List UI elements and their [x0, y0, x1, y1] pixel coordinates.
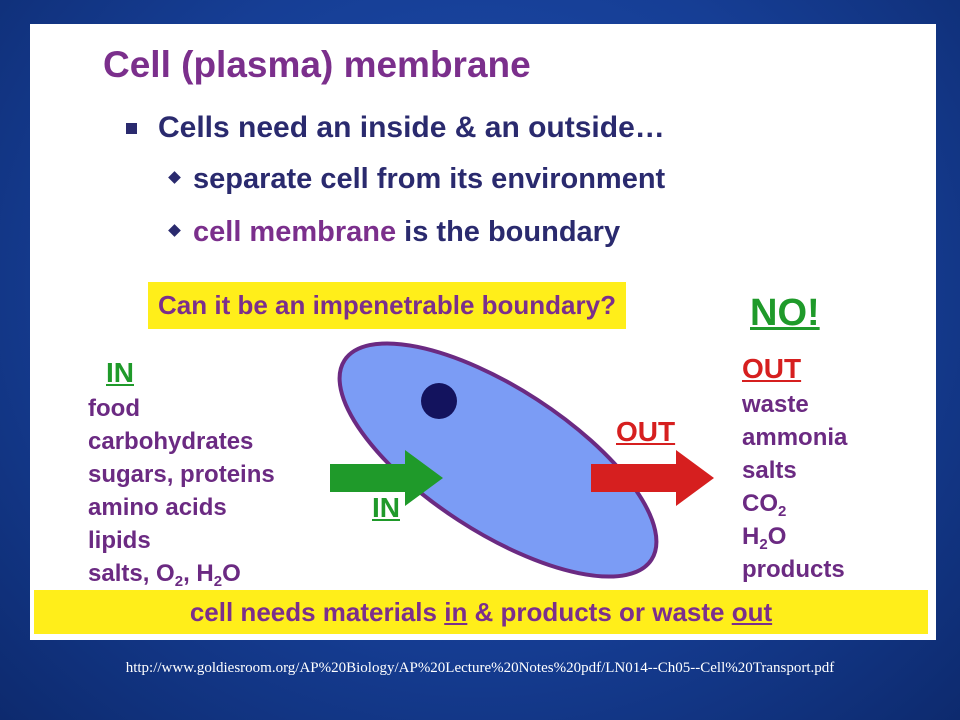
list-item: H2O: [742, 520, 847, 553]
list-item: amino acids: [88, 494, 227, 521]
subscript: 2: [778, 503, 787, 520]
list-item: salts: [742, 457, 797, 484]
slide-title: Cell (plasma) membrane: [103, 44, 531, 85]
out-arrow-icon: [591, 450, 714, 506]
list-item: products: [742, 556, 845, 583]
list-item: lipids: [88, 527, 151, 554]
out-arrow-label: OUT: [616, 416, 676, 447]
list-item: food: [88, 395, 140, 422]
banner-text-2: & products or waste: [467, 597, 732, 627]
sub-bullet-1: separate cell from its environment: [168, 163, 666, 196]
list-item: carbohydrates: [88, 428, 254, 455]
co-text: CO: [742, 490, 778, 517]
h-text: H: [742, 523, 760, 550]
banner-text-1: cell needs materials: [189, 597, 445, 627]
sub-bullet-2-text: is the boundary: [396, 216, 621, 248]
o-text: O: [767, 523, 787, 550]
nucleus: [421, 383, 457, 419]
sub-bullet-2: cell membrane is the boundary: [168, 216, 621, 249]
in-list-heading: IN: [106, 357, 134, 388]
o-text: O: [222, 560, 241, 587]
banner-out: out: [731, 597, 773, 627]
subscript: 2: [174, 573, 184, 590]
cell-membrane-highlight: cell membrane: [193, 216, 397, 248]
out-list: OUT waste ammonia salts CO2 H2O products: [742, 350, 847, 586]
square-bullet-icon: [126, 123, 137, 134]
salts-o-text: salts, O: [88, 560, 175, 587]
list-item: salts, O2, H2O: [88, 557, 275, 590]
answer-no: NO!: [750, 292, 820, 334]
list-item: CO2: [742, 487, 847, 520]
list-item: waste: [742, 391, 809, 418]
subscript: 2: [759, 536, 768, 553]
subscript: 2: [213, 573, 223, 590]
list-item: ammonia: [742, 424, 848, 451]
in-list: IN food carbohydrates sugars, proteins a…: [88, 354, 275, 590]
main-bullet-text: Cells need an inside & an outside…: [158, 111, 665, 144]
summary-banner: cell needs materials in & products or wa…: [34, 590, 928, 634]
cell-ellipse: [337, 341, 659, 579]
h-text: , H: [183, 560, 214, 587]
cell-diagram: [330, 341, 714, 579]
banner-in: in: [444, 597, 468, 627]
in-arrow-icon: [330, 450, 443, 506]
in-arrow-label: IN: [372, 492, 400, 523]
source-url: http://www.goldiesroom.org/AP%20Biology/…: [125, 660, 835, 676]
list-item: sugars, proteins: [88, 461, 275, 488]
main-bullet: Cells need an inside & an outside…: [126, 111, 665, 145]
sub-bullet-1-text: separate cell from its environment: [193, 163, 666, 195]
slide: Cell (plasma) membrane Cells need an ins…: [30, 24, 936, 640]
question-box: Can it be an impenetrable boundary?: [148, 282, 626, 329]
out-list-heading: OUT: [742, 353, 802, 384]
